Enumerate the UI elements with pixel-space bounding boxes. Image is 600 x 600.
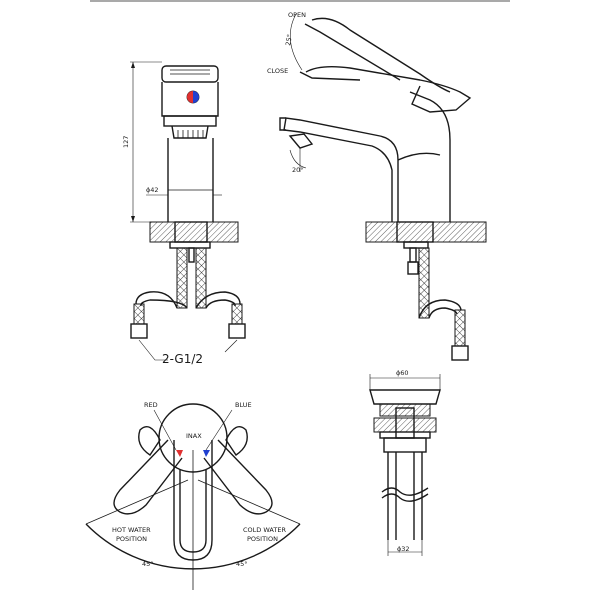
- height-label: 127: [122, 136, 130, 148]
- spout: [163, 115, 217, 127]
- hot-water-label-2: POSITION: [116, 535, 147, 543]
- hot-water-label-1: HOT WATER: [112, 526, 151, 534]
- dia60-label: ϕ60: [396, 369, 409, 377]
- front-view: 2-G1/2 127 ϕ42: [122, 61, 246, 366]
- inax-logo: INAX: [186, 432, 202, 440]
- cold-water-label-1: COLD WATER: [243, 526, 286, 534]
- fitting-right: [228, 323, 246, 339]
- fitting-side: [451, 345, 469, 361]
- fitting-left: [130, 323, 148, 339]
- angle20-label: 20°: [292, 166, 304, 174]
- aerator-side: [288, 133, 314, 149]
- hose-right: [195, 247, 207, 309]
- drain-cap: [369, 389, 441, 405]
- hose-left: [176, 247, 188, 309]
- handle-right-position: [203, 439, 273, 515]
- dia42-label: ϕ42: [146, 186, 159, 194]
- body-side: [283, 117, 399, 222]
- close-label: CLOSE: [267, 67, 288, 75]
- angle45-left-label: 45°: [142, 560, 154, 568]
- red-marker: [176, 450, 183, 457]
- handle-center: [173, 440, 213, 561]
- blue-marker: [203, 450, 210, 457]
- handle-cap: [161, 65, 219, 83]
- dia32-label: ϕ32: [397, 545, 410, 553]
- hose-side: [418, 247, 430, 319]
- cold-water-label-2: POSITION: [247, 535, 278, 543]
- thread-label: 2-G1/2: [162, 352, 203, 366]
- red-label: RED: [144, 401, 158, 409]
- aerator: [171, 125, 209, 139]
- counter-section-side: [365, 221, 487, 243]
- counter-section: [149, 221, 239, 243]
- column: [167, 138, 214, 222]
- side-view: OPEN CLOSE 25° 20°: [267, 11, 487, 361]
- handle-left-position: [113, 439, 183, 515]
- handle-closed: [305, 65, 472, 113]
- angle45-right-label: 45°: [236, 560, 248, 568]
- angle25-label: 25°: [284, 34, 294, 47]
- open-label: OPEN: [288, 11, 306, 19]
- drain-view: ϕ60 ϕ32: [369, 369, 441, 556]
- drain-pipe: [387, 452, 423, 540]
- blue-label: BLUE: [235, 401, 252, 409]
- handle-open: [311, 17, 451, 93]
- top-view: INAX RED BLUE HOT WATER POSITION COLD WA…: [85, 401, 301, 590]
